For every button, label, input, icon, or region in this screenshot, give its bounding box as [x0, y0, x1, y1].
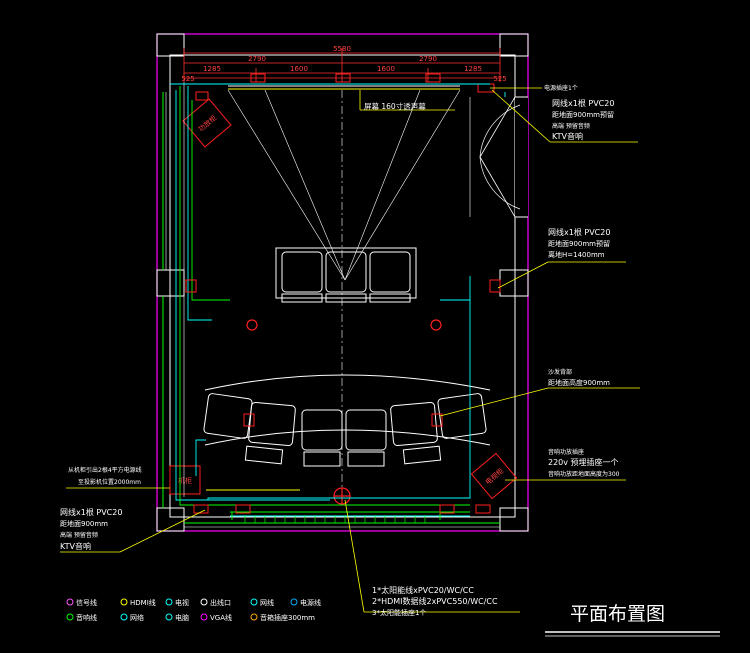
dim-edge-left: 525: [181, 75, 194, 83]
callout-3-line3: 离地H=1400mm: [548, 250, 605, 259]
power-outlet-icon: [165, 613, 173, 621]
legend-item: HDMI线: [120, 598, 156, 607]
walls: [156, 33, 529, 532]
legend-label: 音箱插座300mm: [260, 613, 315, 622]
legend-item: 电视: [165, 598, 189, 607]
callout-8-line3: 3*太阳能插座1个: [372, 608, 426, 617]
floor-outlets: [246, 319, 442, 505]
legend-item: 音箱插座300mm: [250, 613, 315, 622]
legend-label: HDMI线: [130, 598, 156, 607]
network-port-icon: [120, 613, 128, 621]
signal-line-icon: [66, 598, 74, 606]
back-speakers: [243, 413, 443, 427]
callout-4-line2: 距地面高度900mm: [548, 378, 610, 387]
inner-wall: [169, 54, 516, 518]
speaker-outlet-icon: [250, 613, 258, 621]
callout-3-line1: 网线x1根 PVC20: [548, 227, 610, 237]
cabinet-bottom: 机柜: [169, 465, 201, 495]
screen-label: 屏幕 160寸透声幕: [364, 101, 426, 111]
dim-total: 5580: [333, 45, 351, 53]
dim-upper-right: 2790: [419, 55, 437, 63]
legend-label: 电脑: [175, 613, 189, 622]
callout-leaders: [60, 87, 640, 613]
callout-2-line1: 网线x1根 PVC20: [552, 98, 614, 108]
hdmi-line-icon: [120, 598, 128, 606]
dim-upper-left: 2790: [248, 55, 266, 63]
callout-4-line1: 沙发背部: [548, 368, 572, 376]
callout-8-line2: 2*HDMI数据线2xPVC550/WC/CC: [372, 596, 498, 606]
legend-item: 网线: [250, 598, 274, 607]
callout-6-line2: 至投影机位置2000mm: [78, 478, 141, 486]
legend-item: 信号线: [66, 598, 97, 607]
dim-lower-4: 1285: [464, 65, 482, 73]
legend-label: 网络: [130, 613, 144, 622]
callout-8-line1: 1*太阳能线xPVC20/WC/CC: [372, 585, 474, 595]
callout-2-line4: KTV音响: [552, 131, 583, 141]
column-tr: [499, 33, 529, 57]
legend-label: 网线: [260, 598, 274, 607]
callout-2-line2: 距地面900mm预留: [552, 110, 614, 119]
dimension-text: 5580 2790 2790 1285 1600 1600 1285 525 5…: [181, 45, 506, 83]
legend-label: 电视: [175, 598, 189, 607]
dimension-lines: [183, 48, 501, 82]
legend-item: 电脑: [165, 613, 189, 622]
floor-trunk: [244, 515, 426, 523]
outlet-icon: [200, 598, 208, 606]
vga-line-icon: [200, 613, 208, 621]
dim-edge-right: 525: [493, 75, 506, 83]
legend-item: VGA线: [200, 613, 232, 622]
callout-5-line2: 220v 预埋插座一个: [548, 457, 619, 467]
legend-item: 出线口: [200, 598, 231, 607]
legend-item: 电源线: [290, 598, 321, 607]
drawing-title: 平面布置图: [570, 603, 665, 625]
tv-icon: [165, 598, 173, 606]
callout-7-line3: 高端 预留音频: [60, 531, 98, 539]
callout-7-line2: 距地面900mm: [60, 519, 108, 528]
callout-1: 电源插座1个: [544, 84, 578, 92]
callout-5-line3: 音响功放距地面高度为300: [548, 470, 620, 478]
column-tl: [156, 33, 185, 57]
callout-5-line1: 音响功放插座: [548, 448, 584, 456]
callout-3-line2: 距地面900mm预留: [548, 239, 610, 248]
legend-label: VGA线: [210, 613, 232, 622]
legend-label: 信号线: [76, 598, 97, 607]
legend-item: 网络: [120, 613, 144, 622]
front-sofa-row: [275, 247, 417, 303]
cabinet-bottom-label: 机柜: [178, 476, 192, 485]
legend-label: 出线口: [210, 598, 231, 607]
callout-7-line4: KTV音响: [60, 541, 91, 551]
power-line-icon: [290, 598, 298, 606]
cable-runs: [170, 82, 506, 520]
callout-6-line1: 从机柜引出2根4平方电源线: [68, 466, 142, 474]
wall-outlets: [185, 279, 501, 514]
dim-lower-2: 1600: [290, 65, 308, 73]
callout-7-line1: 网线x1根 PVC20: [60, 507, 122, 517]
legend-item: 音响线: [66, 613, 97, 622]
drawing-title-block: 平面布置图: [545, 603, 720, 637]
callout-2-line3: 高端 预留音频: [552, 122, 590, 130]
legend-label: 音响线: [76, 613, 97, 622]
callout-texts: 电源插座1个 网线x1根 PVC20 距地面900mm预留 高端 预留音频 KT…: [60, 84, 620, 617]
back-sofa-row: [203, 374, 491, 467]
legend-label: 电源线: [300, 598, 321, 607]
column-bl: [156, 507, 185, 532]
door: [469, 96, 528, 218]
projection-screen: 屏幕 160寸透声幕: [228, 85, 460, 111]
column-br: [499, 507, 529, 532]
dim-lower-3: 1600: [377, 65, 395, 73]
network-icon: [250, 598, 258, 606]
dim-lower-1: 1285: [203, 65, 221, 73]
speaker-line-icon: [66, 613, 74, 621]
